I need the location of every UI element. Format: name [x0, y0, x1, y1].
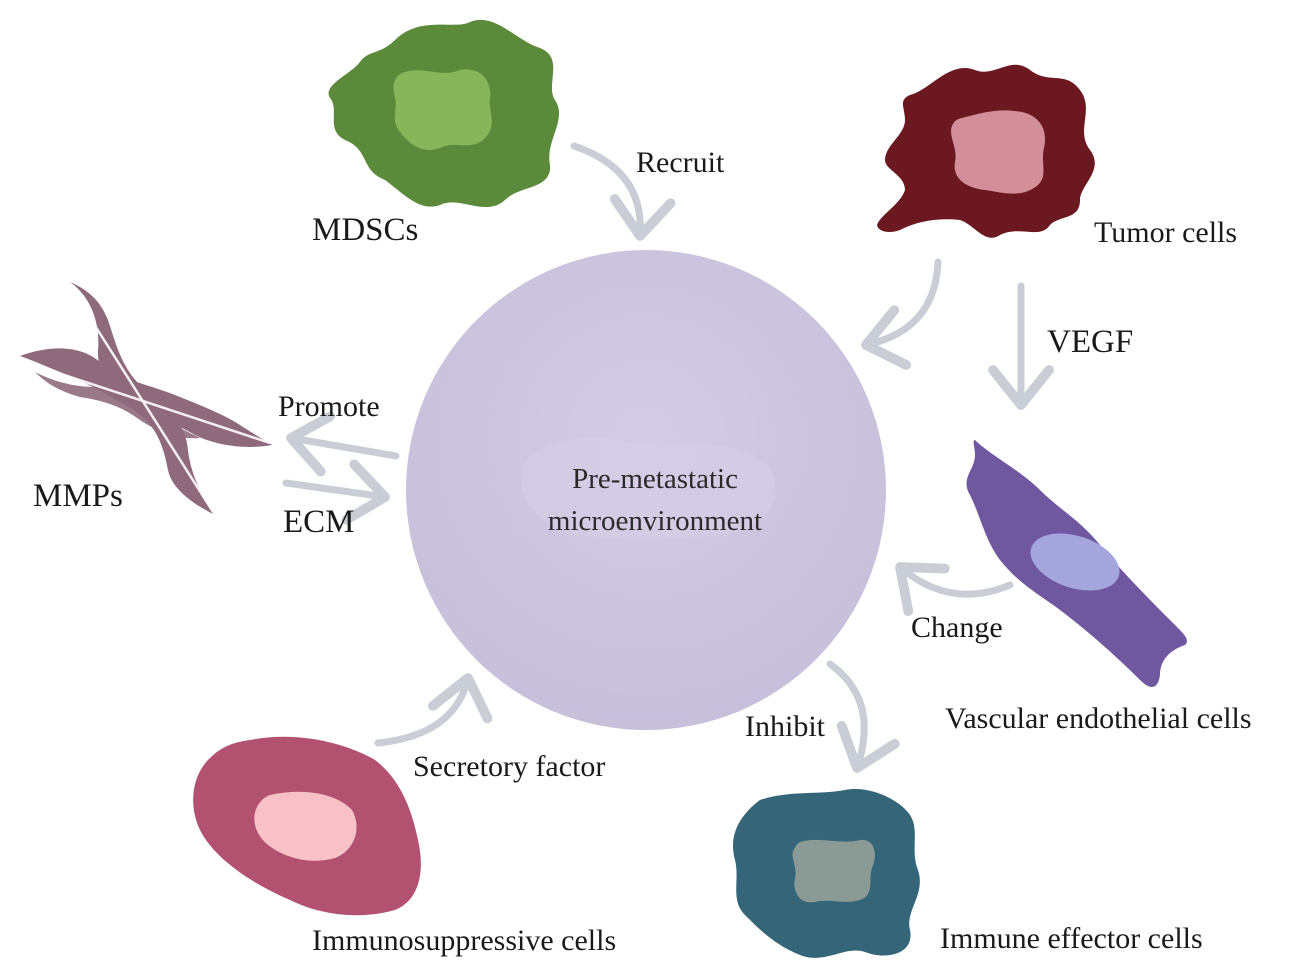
mmps-label: MMPs	[33, 478, 123, 514]
promote-label: Promote	[278, 390, 380, 423]
immune-effector-cell	[732, 789, 920, 958]
inhibit-arrow	[826, 660, 900, 773]
immunosuppressive-label: Immunosuppressive cells	[312, 924, 617, 957]
ecm-arrow	[282, 459, 390, 525]
mmp-molecule	[20, 279, 272, 516]
change-label: Change	[911, 611, 1003, 644]
inhibit-label: Inhibit	[745, 710, 825, 743]
tumor-cell	[877, 64, 1095, 238]
secretory-factor-label: Secretory factor	[413, 750, 606, 783]
recruit-label: Recruit	[636, 146, 725, 179]
recruit-arrow	[570, 142, 676, 241]
tumor-to-center-arrow	[861, 258, 942, 370]
mdsc-cell	[328, 19, 560, 208]
center-label-line2: microenvironment	[547, 505, 763, 537]
immune-effector-label: Immune effector cells	[940, 922, 1203, 955]
secretory-arrow	[374, 673, 493, 747]
vascular-endothelial-cell	[966, 440, 1187, 687]
faint-center-shape	[521, 438, 776, 540]
change-arrow	[895, 562, 1014, 616]
center-label: Pre-metastatic microenvironment	[505, 458, 805, 542]
center-label-line1: Pre-metastatic	[572, 463, 738, 495]
mdscs-label: MDSCs	[312, 212, 419, 248]
immunosuppressive-cell	[193, 736, 421, 916]
vegf-label: VEGF	[1047, 324, 1134, 360]
tumor-cells-label: Tumor cells	[1094, 216, 1238, 249]
promote-arrow	[286, 411, 400, 477]
ecm-label: ECM	[283, 504, 355, 540]
vascular-endothelial-label: Vascular endothelial cells	[945, 702, 1252, 735]
